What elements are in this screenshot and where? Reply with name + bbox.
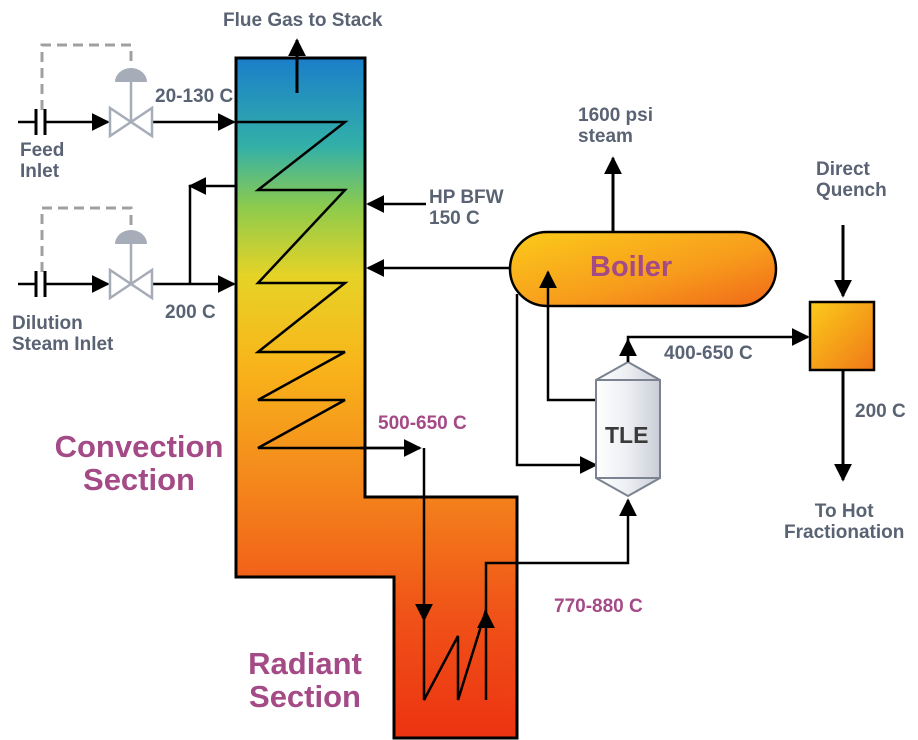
radiant-section-label: Radiant Section	[240, 647, 370, 714]
quench-vessel	[808, 300, 876, 372]
riser-line	[539, 270, 596, 402]
dilution-temp-label: 200 C	[165, 302, 216, 323]
flue-gas-label: Flue Gas to Stack	[223, 10, 383, 31]
convection-line1: Convection	[54, 429, 224, 464]
hp-bfw-line1: HP BFW	[429, 187, 504, 208]
hp-bfw-label: HP BFW 150 C	[429, 187, 504, 229]
feed-temp-label: 20-130 C	[155, 86, 234, 107]
direct-quench-line1: Direct	[816, 159, 870, 180]
radiant-outlet-line	[484, 498, 637, 612]
direct-quench-line2: Quench	[816, 179, 887, 201]
dilution-control-signal	[40, 206, 133, 272]
feed-inlet-line2: Inlet	[20, 160, 60, 182]
hot-frac-line1: To Hot	[814, 501, 874, 522]
feed-inlet-line	[18, 109, 236, 135]
direct-quench-label: Direct Quench	[816, 159, 887, 201]
convection-coil	[236, 120, 420, 450]
crossover-temp-label: 500-650 C	[378, 413, 467, 434]
convection-line2: Section	[83, 462, 195, 498]
dilution-steam-line	[18, 177, 236, 297]
feed-control-valve	[108, 68, 154, 139]
hot-fractionation-label: To Hot Fractionation	[784, 501, 905, 543]
dilution-inlet-label: Dilution Steam Inlet	[12, 313, 114, 355]
boiler-vessel	[508, 230, 778, 308]
feed-control-signal	[40, 43, 133, 110]
quench-out-temp-label: 200 C	[855, 401, 906, 422]
dilution-control-valve	[108, 230, 154, 301]
convection-section-label: Convection Section	[54, 430, 224, 497]
hot-frac-line2: Fractionation	[784, 521, 905, 543]
radiant-line1: Radiant	[248, 646, 362, 681]
feed-inlet-line1: Feed	[20, 140, 65, 161]
steam-label: 1600 psi steam	[578, 105, 653, 147]
feed-inlet-label: Feed Inlet	[20, 140, 65, 182]
hp-bfw-line2: 150 C	[429, 207, 480, 229]
steam-line2: steam	[578, 125, 633, 147]
tle-label: TLE	[605, 422, 649, 448]
dilution-line2: Steam Inlet	[12, 333, 114, 355]
boiler-label: Boiler	[590, 251, 673, 283]
quench-in-temp-label: 400-650 C	[664, 343, 753, 364]
radiant-coil	[422, 609, 488, 701]
furnace-body	[234, 56, 519, 740]
downcomer-line	[515, 294, 598, 474]
steam-line1: 1600 psi	[578, 105, 653, 126]
radiant-out-temp-label: 770-880 C	[554, 596, 643, 617]
radiant-line2: Section	[249, 679, 361, 715]
dilution-line1: Dilution	[12, 313, 83, 334]
